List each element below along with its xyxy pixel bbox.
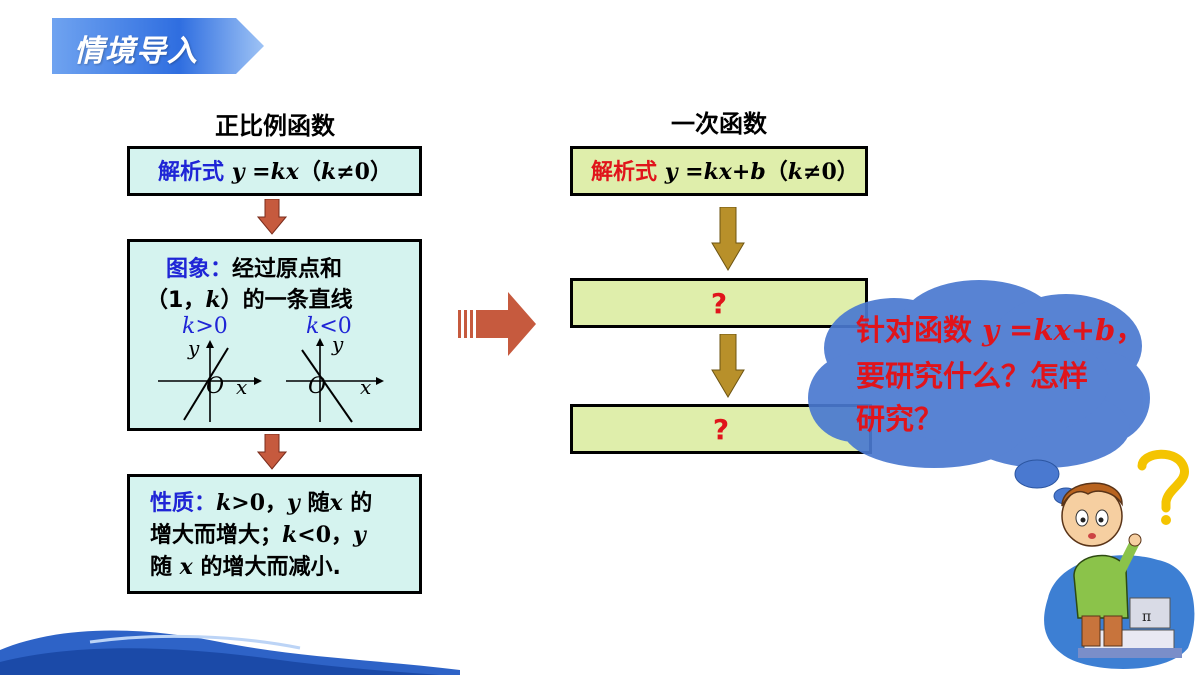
right-formula-expr: y =kx+b (664, 159, 766, 185)
graph-2-origin-label: O (308, 374, 327, 399)
left-down-arrow-2 (257, 434, 287, 470)
banner-shape (52, 18, 264, 74)
left-down-arrow-1 (257, 199, 287, 235)
graph-1-y-axis-label: y (188, 336, 200, 360)
left-formula-cond-open: （ (298, 160, 321, 185)
positive-k-label: k>0 (182, 314, 228, 339)
right-down-arrow-1 (711, 207, 745, 271)
graph-1-x-axis-label: x (236, 375, 248, 399)
prop-l3-b: 的增大而减小. (192, 555, 341, 580)
right-down-arrow-2 (711, 334, 745, 398)
right-formula-cond-k: k (787, 159, 804, 185)
right-formula-cond-open: （ (765, 160, 788, 185)
bubble-l1-expr: y =kx+b (982, 313, 1116, 347)
prop-l3-x: x (179, 554, 193, 580)
bubble-line-2: 要研究什么？怎样 (856, 359, 1089, 393)
graph-1-origin-label: O (206, 374, 225, 399)
prop-l1-x: x (329, 490, 343, 516)
right-formula-label: 解析式 (591, 160, 658, 185)
graph-text-2-k: k (205, 287, 221, 313)
prop-l1-y: y (287, 490, 300, 516)
question-mark-2: ? (712, 413, 730, 446)
prop-l1-c: 的 (342, 491, 373, 516)
bubble-line-3: 研究？ (856, 402, 944, 436)
left-column-title: 正比例函数 (215, 112, 335, 140)
right-formula-box: 解析式 y =kx+b（k≠0） (570, 146, 868, 196)
prop-l1-k: k (216, 490, 232, 516)
graph-text-1: 经过原点和 (232, 257, 343, 282)
section-title: 情境导入 (74, 34, 198, 69)
left-formula-box: 解析式 y =kx（k≠0） (127, 146, 422, 196)
prop-l2-y: y (353, 522, 366, 548)
neg-rel: <0 (319, 314, 352, 339)
pos-rel: >0 (195, 314, 228, 339)
left-formula-cond-rest: ≠0） (336, 159, 392, 185)
pos-k: k (182, 314, 196, 339)
bubble-l1-a: 针对函数 (856, 313, 983, 347)
bubble-l1-b: ， (1115, 313, 1145, 347)
left-property-box: 性质：k>0，y 随x 的 增大而增大；k<0，y 随 x 的增大而减小. (127, 474, 422, 594)
neg-k: k (306, 314, 320, 339)
right-column-title: 一次函数 (671, 110, 767, 138)
section-banner: 情境导入 (52, 18, 264, 74)
bottom-wave-decoration (0, 630, 460, 675)
prop-l3-a: 随 (150, 555, 180, 580)
left-graph-box: 图象：经过原点和 （1，k）的一条直线 k>0 k<0 y x O y x O (127, 239, 422, 431)
bubble-line-1: 针对函数 y =kx+b， (856, 310, 1144, 350)
graph-2-x-axis-label: x (360, 375, 372, 399)
question-mark-icon (1137, 449, 1189, 525)
transition-arrow (458, 292, 536, 356)
negative-k-label: k<0 (306, 314, 352, 339)
prop-l1-a: >0， (231, 490, 288, 516)
left-formula-label: 解析式 (158, 160, 225, 185)
graph-text-2-open: （1， (146, 288, 206, 313)
prop-l2-k: k (282, 522, 298, 548)
svg-text:π: π (1142, 609, 1151, 625)
graph-label: 图象： (166, 257, 233, 282)
thinking-boy-illustration: π (1044, 449, 1195, 669)
left-formula-cond-k: k (320, 159, 337, 185)
property-label: 性质： (150, 491, 217, 516)
left-formula-expr: y =kx (231, 159, 299, 185)
prop-l2-b: <0， (297, 522, 354, 548)
graph-text-2-close: ）的一条直线 (220, 288, 353, 313)
graph-negative-slope (286, 338, 384, 423)
graph-2-y-axis-label: y (332, 332, 344, 356)
question-mark-1: ? (710, 287, 728, 320)
prop-l1-b: 随 (299, 491, 330, 516)
graph-positive-slope (158, 340, 262, 422)
prop-l2-a: 增大而增大； (150, 523, 283, 548)
right-formula-cond-rest: ≠0） (803, 159, 859, 185)
thought-cloud (808, 280, 1150, 505)
